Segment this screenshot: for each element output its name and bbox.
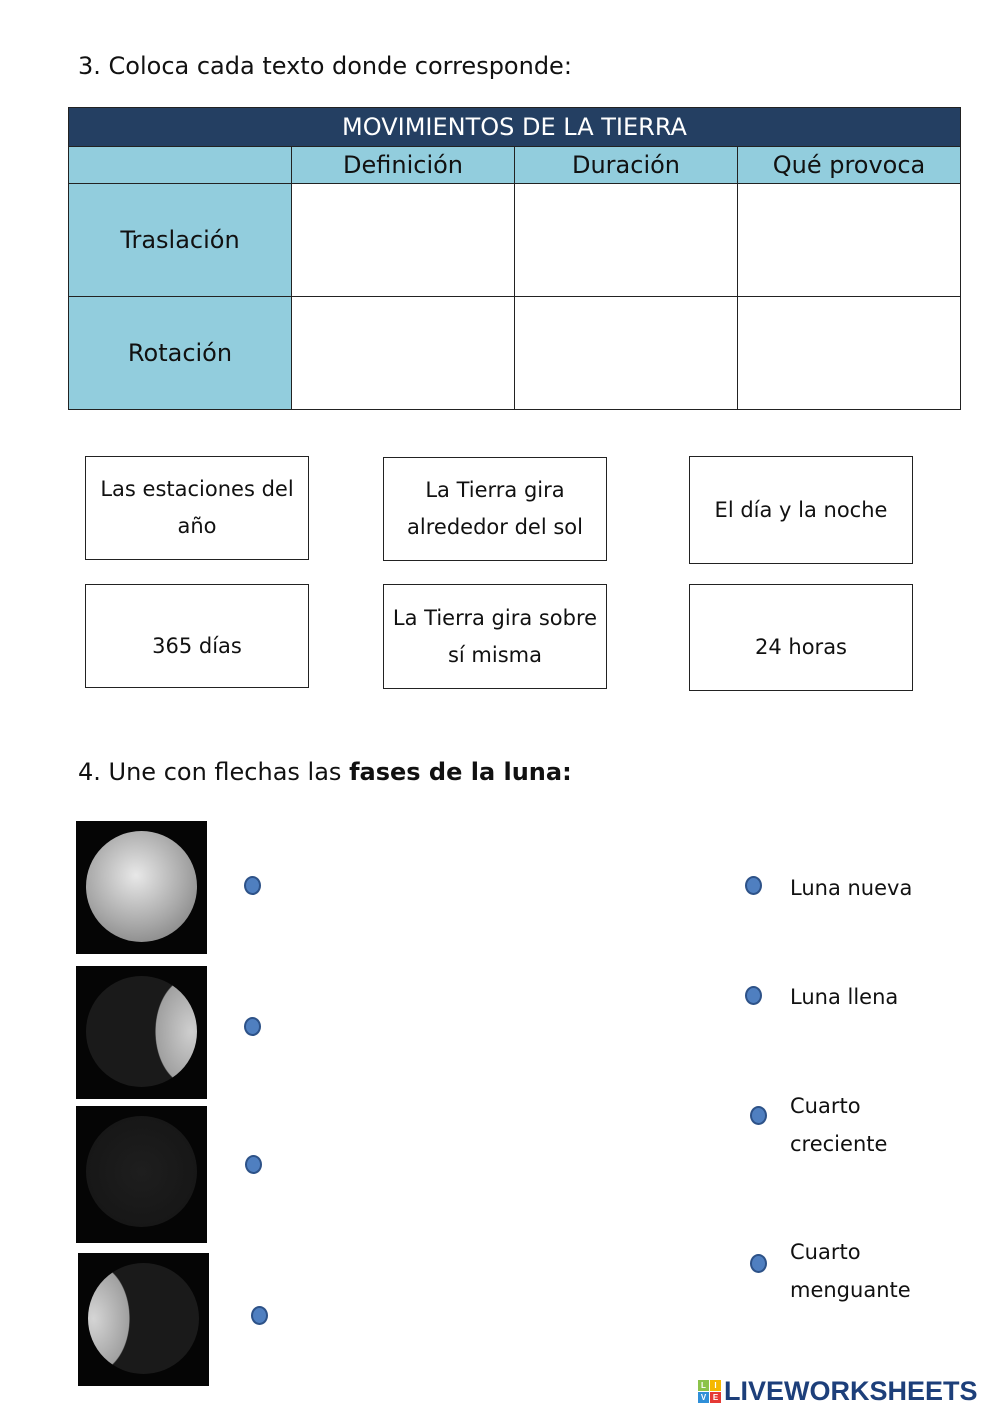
drag-card[interactable]: El día y la noche [689, 456, 913, 564]
full-moon-image [76, 821, 207, 954]
badge-letter: E [710, 1392, 721, 1403]
question-3-title: 3. Coloca cada texto donde corresponde: [78, 52, 572, 80]
row-label-rotacion: Rotación [68, 296, 292, 410]
right-connector-dot[interactable] [745, 876, 762, 895]
row-label-traslacion: Traslación [68, 183, 292, 297]
q4-prefix: 4. Une con flechas las [78, 758, 350, 786]
right-connector-dot[interactable] [745, 986, 762, 1005]
left-connector-dot[interactable] [245, 1155, 262, 1174]
header-que-provoca: Qué provoca [737, 146, 961, 184]
waxing-crescent-image [76, 966, 207, 1099]
drop-cell[interactable] [737, 296, 961, 410]
phase-label-cuarto-menguante: Cuarto menguante [790, 1240, 911, 1302]
right-connector-dot[interactable] [750, 1254, 767, 1273]
badge-letter: L [698, 1380, 709, 1391]
badge-letter: I [710, 1380, 721, 1391]
table-title: MOVIMIENTOS DE LA TIERRA [68, 107, 961, 147]
earth-movements-table: MOVIMIENTOS DE LA TIERRA Definición Dura… [68, 107, 961, 410]
phase-label-luna-llena: Luna llena [790, 985, 899, 1009]
phase-label-cuarto-creciente: Cuarto creciente [790, 1094, 888, 1156]
q4-suffix: : [562, 758, 572, 786]
drop-cell[interactable] [514, 183, 738, 297]
drop-cell[interactable] [514, 296, 738, 410]
logo-text: LIVEWORKSHEETS [724, 1376, 978, 1406]
drop-cell[interactable] [291, 296, 515, 410]
left-connector-dot[interactable] [244, 1017, 261, 1036]
phase-label-luna-nueva: Luna nueva [790, 876, 913, 900]
drag-card[interactable]: 365 días [85, 584, 309, 688]
waning-crescent-image [78, 1253, 209, 1386]
header-empty [68, 146, 292, 184]
drag-card[interactable]: 24 horas [689, 584, 913, 691]
drop-cell[interactable] [291, 183, 515, 297]
right-connector-dot[interactable] [750, 1106, 767, 1125]
badge-letter: V [698, 1392, 709, 1403]
q4-bold: fases de la luna [349, 758, 563, 786]
header-definicion: Definición [291, 146, 515, 184]
drag-card[interactable]: La Tierra gira sobre sí misma [383, 584, 607, 689]
question-4-title: 4. Une con flechas las fases de la luna: [78, 758, 572, 786]
drag-card[interactable]: La Tierra gira alrededor del sol [383, 457, 607, 561]
left-connector-dot[interactable] [251, 1306, 268, 1325]
drag-card[interactable]: Las estaciones del año [85, 456, 309, 560]
new-moon-image [76, 1106, 207, 1243]
header-duracion: Duración [514, 146, 738, 184]
drop-cell[interactable] [737, 183, 961, 297]
left-connector-dot[interactable] [244, 876, 261, 895]
